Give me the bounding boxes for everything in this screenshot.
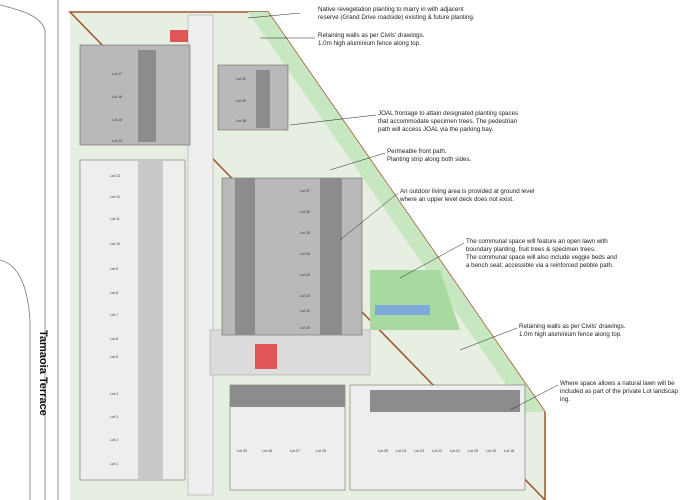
lot-label: Lot 1 xyxy=(110,462,118,466)
lot-label: Lot 33 xyxy=(300,273,310,277)
lot-label: Lot 27 xyxy=(290,449,300,453)
note-line: reserve (Grand Drive roadside) existing … xyxy=(318,14,475,21)
street-edge-lines xyxy=(0,0,59,500)
lot-label: Lot 30 xyxy=(300,326,310,330)
lot-label: Lot 29 xyxy=(237,449,247,453)
lot-label: Lot 15 xyxy=(112,118,122,122)
annotation-retaining-bottom: Retaining walls as per Civils' drawings.… xyxy=(459,323,626,351)
lot-label: Lot 11 xyxy=(110,217,120,221)
block-a-lots: Lot 17 Lot 16 Lot 15 Lot 14 xyxy=(112,72,122,143)
joal-road xyxy=(187,14,214,496)
note-line: boundary planting, fruit trees & specime… xyxy=(466,246,596,253)
note-line: An outdoor living area is provided at gr… xyxy=(400,188,534,195)
note-line: Retaining walls as per Civils' drawings. xyxy=(318,32,425,39)
lot-label: Lot 37 xyxy=(300,189,310,193)
lot-label: Lot 32 xyxy=(300,294,310,298)
annotation-communal: The communal space will feature an open … xyxy=(399,238,618,279)
lot-label: Lot 36 xyxy=(300,210,310,214)
note-line: where an upper level deck does not exist… xyxy=(399,196,514,203)
note-line: path will access JOAL via the parking ba… xyxy=(378,126,493,133)
block-a: Lot 17 Lot 16 Lot 15 Lot 14 xyxy=(79,44,191,146)
lot-label: Lot 26 xyxy=(316,449,326,453)
lot-label: Lot 4 xyxy=(110,392,118,396)
lot-label: Lot 19 xyxy=(486,449,496,453)
annotation-natural-lawn: Where space allows a natural lawn will b… xyxy=(509,380,679,411)
lot-label: Lot 38 xyxy=(236,119,246,123)
lot-label: Lot 35 xyxy=(300,231,310,235)
note-line: 1.0m high aluminium fence along top. xyxy=(519,331,622,338)
lot-label: Lot 3 xyxy=(110,415,118,419)
block-f: Lot 25 Lot 24 Lot 23 Lot 22 Lot 21 Lot 2… xyxy=(349,384,526,491)
lot-label: Lot 2 xyxy=(110,438,118,442)
note-line: Planting strip along both sides. xyxy=(387,156,472,163)
street-name: Tamaoia Terrace xyxy=(37,330,49,416)
lot-label: Lot 12 xyxy=(110,195,120,199)
lot-label: Lot 9 xyxy=(110,267,118,271)
annotation-outdoor: An outdoor living area is provided at gr… xyxy=(339,188,534,241)
lot-label: Lot 23 xyxy=(414,449,424,453)
lot-label: Lot 28 xyxy=(262,449,272,453)
lot-label: Lot 39 xyxy=(236,99,246,103)
lot-label: Lot 14 xyxy=(112,139,122,143)
annotation-revegetation: Native revegetation planting to marry in… xyxy=(247,6,475,21)
lot-label: Lot 5 xyxy=(110,355,118,359)
note-line: Permeable front path. xyxy=(387,148,447,155)
lot-label: Lot 24 xyxy=(396,449,406,453)
annotation-joal: JOAL frontage to attain designated plant… xyxy=(289,110,518,133)
annotation-permeable: Permeable front path. Planting strip alo… xyxy=(329,148,472,171)
lot-label: Lot 6 xyxy=(110,337,118,341)
lot-label: Lot 13 xyxy=(110,174,120,178)
accent-red-top xyxy=(170,30,188,42)
note-line: included as part of the private Lot land… xyxy=(560,388,679,395)
note-line: JOAL frontage to attain designated plant… xyxy=(378,110,518,117)
revegetation-strip xyxy=(248,12,545,412)
lot-label: Lot 20 xyxy=(468,449,478,453)
lot-label: Lot 25 xyxy=(378,449,388,453)
block-e: Lot 29 Lot 28 Lot 27 Lot 26 xyxy=(229,384,346,491)
note-line: that accommodate specimen trees. The ped… xyxy=(378,118,518,125)
lot-label: Lot 10 xyxy=(110,242,120,246)
parking-bay-strip xyxy=(209,329,371,376)
note-line: Native revegetation planting to marry in… xyxy=(318,6,464,13)
lot-label: Lot 7 xyxy=(110,313,118,317)
lot-label: Lot 16 xyxy=(112,95,122,99)
note-line: 1.0m high aluminium fence along top. xyxy=(318,40,421,47)
note-line: Retaining walls as per Civils' drawings. xyxy=(519,323,626,330)
lot-label: Lot 34 xyxy=(300,252,310,256)
note-line: The communal space will also include veg… xyxy=(466,254,618,261)
lot-label: Lot 18 xyxy=(504,449,514,453)
note-line: a bench seat; accessible via a reinforce… xyxy=(466,262,614,269)
lot-label: Lot 22 xyxy=(432,449,442,453)
note-line: ing. xyxy=(560,396,570,403)
block-b: Lot 40 Lot 39 Lot 38 xyxy=(217,64,289,131)
note-line: The communal space will feature an open … xyxy=(466,238,608,245)
lot-label: Lot 21 xyxy=(450,449,460,453)
accent-red-square xyxy=(255,344,277,369)
block-d: Lot 37 Lot 36 Lot 35 Lot 34 Lot 33 Lot 3… xyxy=(221,177,363,336)
block-c: Lot 13 Lot 12 Lot 11 Lot 10 Lot 9 Lot 8 … xyxy=(79,159,186,481)
annotation-retaining-top: Retaining walls as per Civils' drawings.… xyxy=(260,32,425,47)
communal-veggie-bed xyxy=(375,305,430,315)
lot-label: Lot 31 xyxy=(300,309,310,313)
lot-label: Lot 8 xyxy=(110,291,118,295)
lot-label: Lot 40 xyxy=(236,77,246,81)
lot-label: Lot 17 xyxy=(112,72,122,76)
note-line: Where space allows a natural lawn will b… xyxy=(560,380,675,387)
